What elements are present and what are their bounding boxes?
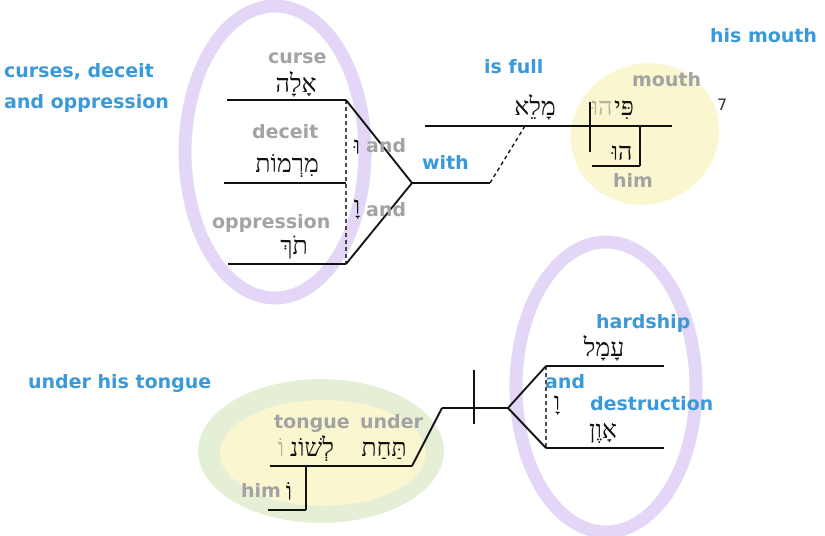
hebrew-hardship: עָמָל <box>583 333 625 362</box>
gloss-hardship: hardship <box>596 311 690 333</box>
gloss-his-mouth: his mouth <box>710 25 817 47</box>
hardship-group-ellipse <box>509 235 703 536</box>
gloss-curses-line2: and oppression <box>4 91 169 113</box>
bottom-fork-lower <box>507 407 547 449</box>
gloss-destruction: destruction <box>590 393 713 415</box>
top-clause-lines <box>224 99 672 265</box>
hebrew-curse: אָלָה <box>275 69 316 98</box>
gloss-mouth: mouth <box>632 69 701 91</box>
gloss-him-top: him <box>613 170 653 192</box>
his-mouth-ellipse <box>570 63 720 205</box>
hebrew-conj-1: וּ <box>353 131 360 160</box>
curses-group-ellipse <box>178 0 372 305</box>
hebrew-mouth-stem: פִּי <box>614 92 634 121</box>
gloss-is-full: is full <box>484 56 543 78</box>
verse-number: 7 <box>717 95 727 114</box>
gloss-with: with <box>422 152 469 174</box>
hebrew-conj-2: וָ <box>354 191 360 220</box>
hebrew-deceit: מִרְמוֹת <box>255 149 319 178</box>
gloss-and-bottom: and <box>545 371 585 393</box>
under-slant <box>411 407 443 467</box>
hebrew-destruction: אָוֶן <box>589 415 617 444</box>
gloss-him-bottom: him <box>241 480 281 502</box>
gloss-under: under <box>360 411 424 433</box>
hebrew-tongue-stem: לְשׁוֹנ <box>290 433 334 462</box>
hebrew-him-bottom: וֹ <box>286 477 292 506</box>
hebrew-tongue-suffix: וֹ <box>278 433 284 462</box>
tongue-inner-ellipse <box>220 400 426 506</box>
bottom-fork-upper <box>507 365 547 409</box>
with-dashed-slant <box>489 125 526 184</box>
fork-upper <box>345 99 413 184</box>
gloss-tongue: tongue <box>274 411 350 433</box>
hebrew-conj-3: וָ <box>554 387 560 416</box>
gloss-and-1: and <box>366 135 406 157</box>
gloss-under-his-tongue: under his tongue <box>28 371 211 393</box>
bottom-clause-lines <box>268 365 664 511</box>
hebrew-him-top: הוּ <box>611 137 633 166</box>
hebrew-under: תַּחַת <box>361 433 406 462</box>
hebrew-oppression: תֹךְ <box>280 231 308 260</box>
gloss-deceit: deceit <box>252 121 318 143</box>
fork-lower <box>345 182 413 265</box>
gloss-curses-line1: curses, deceit <box>4 60 154 82</box>
gloss-and-2: and <box>366 199 406 221</box>
gloss-oppression: oppression <box>212 211 330 233</box>
gloss-curse: curse <box>268 46 326 68</box>
hebrew-full: מָלֵא <box>514 92 556 121</box>
hebrew-mouth-suffix: הוּ <box>591 92 613 121</box>
